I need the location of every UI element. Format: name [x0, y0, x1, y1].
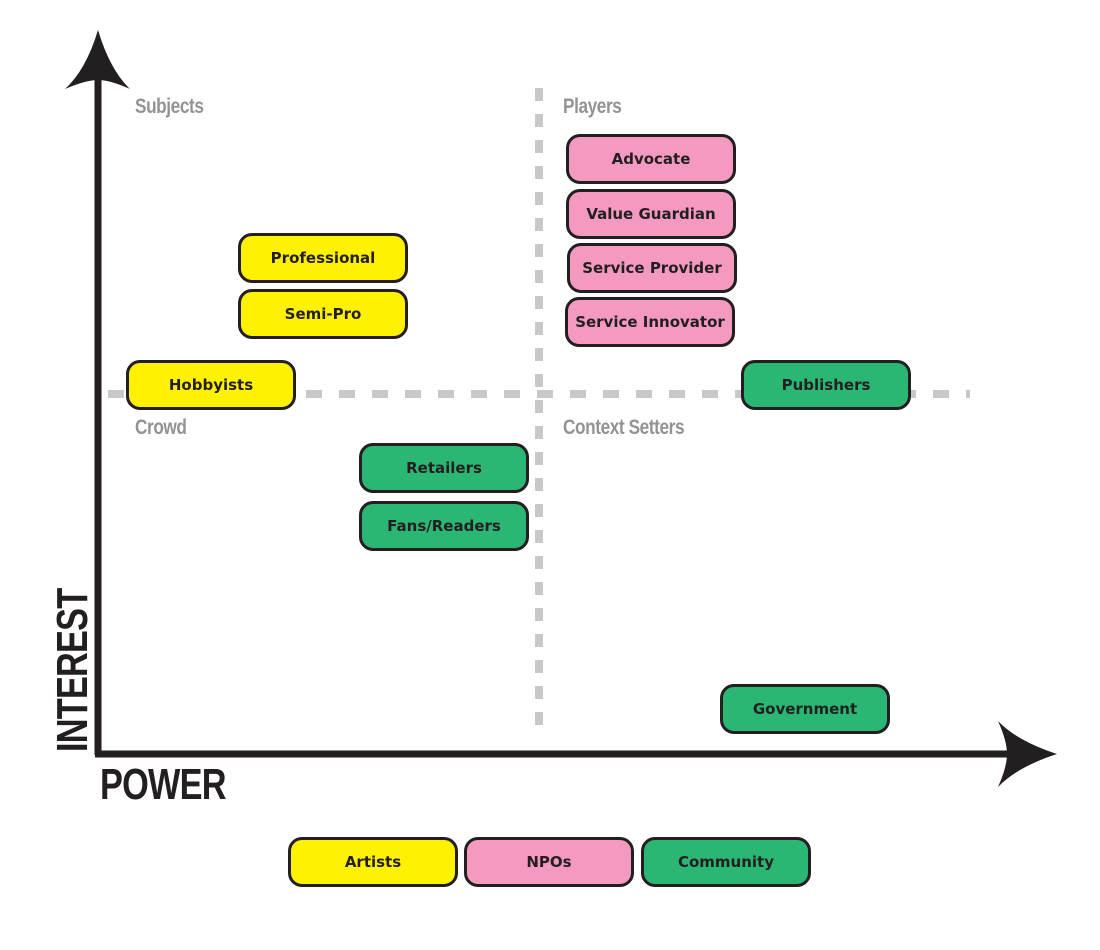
legend-item-artists: Artists — [288, 837, 458, 887]
quadrant-label-crowd: Crowd — [135, 416, 187, 439]
x-axis-title: POWER — [100, 760, 227, 809]
stakeholder-fans-readers: Fans/Readers — [359, 501, 529, 551]
quadrant-label-context-setters: Context Setters — [563, 416, 685, 439]
legend-item-npos: NPOs — [464, 837, 634, 887]
stakeholder-professional: Professional — [238, 233, 408, 283]
x-axis-arrowhead-icon — [998, 721, 1057, 787]
quadrant-label-subjects: Subjects — [135, 95, 204, 118]
stakeholder-service-innovator: Service Innovator — [565, 297, 735, 347]
y-axis-arrowhead-icon — [65, 30, 130, 89]
legend-item-community: Community — [641, 837, 811, 887]
stakeholder-value-guardian: Value Guardian — [566, 189, 736, 239]
stakeholder-retailers: Retailers — [359, 443, 529, 493]
stakeholder-government: Government — [720, 684, 890, 734]
stakeholder-hobbyists: Hobbyists — [126, 360, 296, 410]
stakeholder-publishers: Publishers — [741, 360, 911, 410]
y-axis-title: INTEREST — [48, 588, 97, 752]
stakeholder-service-provider: Service Provider — [567, 243, 737, 293]
stakeholder-semi-pro: Semi-Pro — [238, 289, 408, 339]
stakeholder-advocate: Advocate — [566, 134, 736, 184]
quadrant-label-players: Players — [563, 95, 622, 118]
